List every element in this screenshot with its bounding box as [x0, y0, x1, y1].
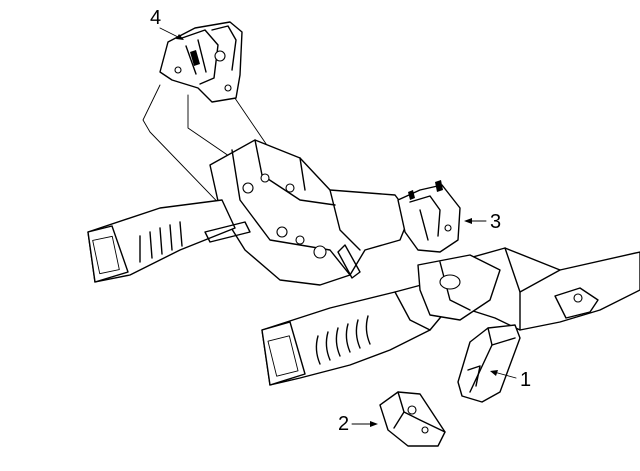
left-engine-mount-part	[159, 21, 243, 103]
right-frame-rail	[454, 247, 640, 331]
callout-1: 1	[490, 369, 531, 391]
callout-3: 3	[464, 211, 501, 233]
callout-2: 2	[338, 413, 378, 435]
cross-member	[209, 139, 411, 286]
rear-spring-bracket	[554, 287, 599, 319]
transmission-mount-part	[457, 324, 521, 403]
rail-connector	[417, 254, 501, 321]
right-front-frame-horn	[261, 279, 456, 386]
callout-number: 1	[520, 369, 531, 391]
right-engine-mount-part	[397, 180, 461, 253]
callout-number: 4	[150, 7, 161, 29]
left-front-frame-horn	[87, 199, 251, 283]
callout-number: 2	[338, 413, 349, 435]
callout-number: 3	[490, 211, 501, 233]
bracket-hole	[573, 293, 583, 303]
callout-4: 4	[150, 7, 184, 40]
mount-bracket-part	[379, 391, 446, 447]
